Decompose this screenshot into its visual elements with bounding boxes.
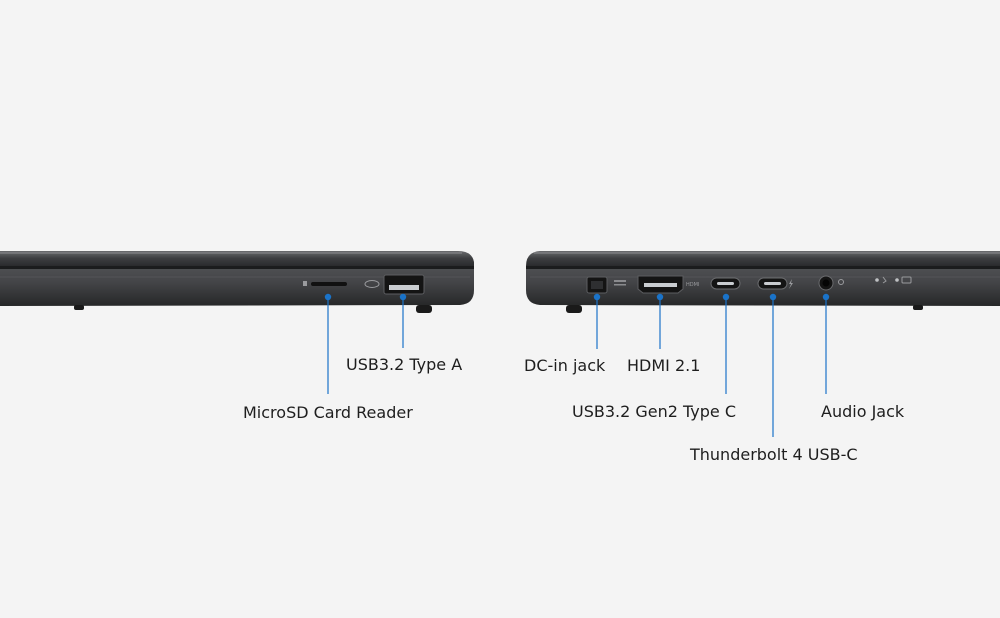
- left-seam: [0, 266, 474, 269]
- callout-usb-a-dot: [399, 293, 407, 301]
- dc-in-inner: [591, 281, 603, 289]
- audio-jack-hole: [822, 279, 830, 287]
- callout-thunderbolt-dot: [769, 293, 777, 301]
- callout-audio-dot: [822, 293, 830, 301]
- usb-symbol-icon: [364, 280, 380, 288]
- dc-in-marking-icon: [614, 280, 626, 282]
- usb-a-port: [383, 274, 425, 295]
- thunderbolt-tongue: [764, 282, 781, 285]
- label-hdmi: HDMI 2.1: [627, 356, 701, 375]
- hdmi-tongue: [644, 283, 677, 287]
- battery-icon: [901, 276, 912, 284]
- label-usb-a: USB3.2 Type A: [346, 355, 463, 374]
- microsd-icon: [303, 281, 307, 286]
- label-usb-c-gen2: USB3.2 Gen2 Type C: [572, 402, 737, 421]
- dc-in-marking-icon-2: [614, 284, 626, 286]
- battery-led: [895, 278, 899, 282]
- left-base: [0, 269, 474, 306]
- callout-dc-in-dot: [593, 293, 601, 301]
- callout-hdmi-dot: [656, 293, 664, 301]
- laptop-right-side: HDMI: [526, 251, 1000, 313]
- usb-c-gen2-tongue: [717, 282, 734, 285]
- usb-a-tongue: [389, 285, 419, 290]
- label-thunderbolt-usb-c: Thunderbolt 4 USB-C: [690, 445, 858, 464]
- label-dc-in-jack: DC-in jack: [524, 356, 606, 375]
- left-foot-1: [74, 305, 84, 310]
- thunderbolt-icon: [789, 279, 793, 289]
- callout-microsd-dot: [324, 293, 332, 301]
- left-lid: [0, 251, 474, 266]
- right-foot-1: [566, 305, 582, 313]
- hdmi-marking: HDMI: [686, 282, 699, 288]
- label-audio-jack: Audio Jack: [821, 402, 905, 421]
- power-led: [875, 278, 879, 282]
- right-lid: [526, 251, 1000, 266]
- callouts: [324, 293, 830, 437]
- right-foot-2: [913, 305, 923, 310]
- right-seam: [526, 266, 1000, 269]
- power-led-icon: [882, 276, 887, 284]
- label-microsd-card-reader: MicroSD Card Reader: [243, 403, 413, 422]
- headset-icon: [838, 279, 844, 285]
- laptop-left-side: [0, 251, 474, 313]
- callout-usb-c-gen2-dot: [722, 293, 730, 301]
- left-foot-2: [416, 305, 432, 313]
- microsd-slot: [311, 282, 347, 286]
